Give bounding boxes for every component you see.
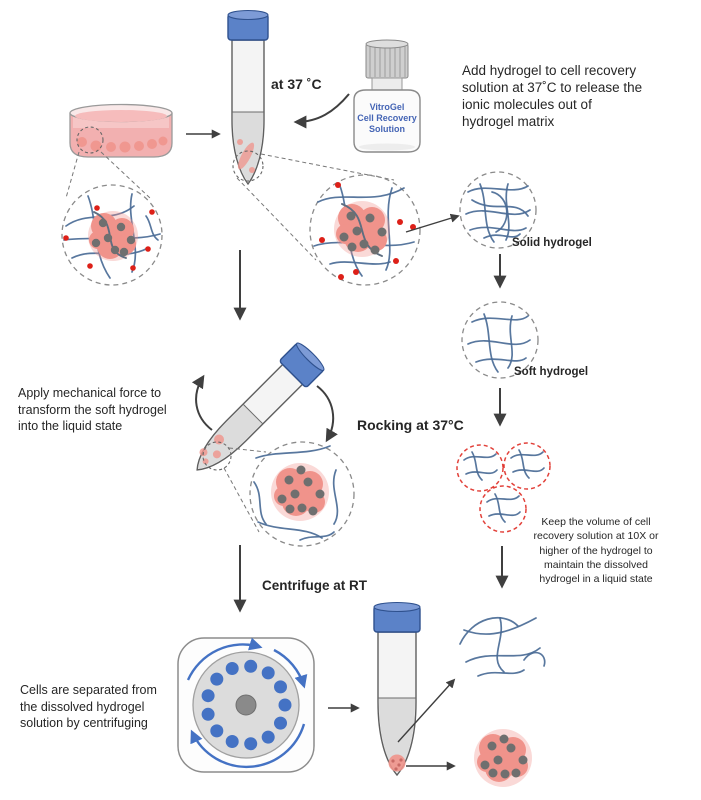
petri-dish — [65, 103, 173, 199]
label-rocking: Rocking at 37°C — [357, 417, 464, 433]
rotation-arc — [190, 723, 306, 769]
arrow-at37-to-tube — [293, 93, 350, 129]
ion-release-detail — [309, 174, 421, 286]
recovery-solution-bottle — [353, 39, 421, 153]
leader-line — [228, 447, 267, 453]
liquid-state-cell-detail — [249, 441, 355, 547]
tilted-tube — [196, 342, 325, 471]
leader-line — [223, 467, 260, 533]
tube-zoom-circle — [232, 150, 264, 182]
rotor-axis — [235, 694, 257, 716]
label-at-37c: at 37 ˚C — [271, 76, 322, 92]
dissolved-fiber-tangle — [459, 617, 546, 677]
result-tube — [373, 601, 421, 777]
cells-in-hydrogel-detail — [61, 184, 163, 286]
label-centrifuge-rt: Centrifuge at RT — [262, 578, 368, 593]
arrow-to-solid-hydrogel — [405, 213, 460, 233]
soft-hydrogel-circle — [461, 301, 539, 379]
text-cells-separated: Cells are separated from the dissolved h… — [20, 683, 157, 730]
recovered-cell-cluster — [474, 729, 532, 787]
bottle-body — [353, 89, 421, 153]
arrow-supernatant-to-fibers — [397, 678, 456, 743]
text-apply-force: Apply mechanical force to transform the … — [18, 386, 167, 433]
rotation-arc — [186, 637, 263, 681]
rocking-arrows — [191, 374, 338, 443]
centrifuge — [177, 637, 315, 773]
tilted-tube-zoom-circle — [202, 441, 232, 471]
conical-tube-upright — [227, 9, 395, 261]
centrifuge-tubes — [201, 659, 292, 751]
label-soft-hydrogel: Soft hydrogel — [514, 366, 589, 378]
dish-zoom-circle — [76, 126, 104, 154]
text-keep-volume: Keep the volume of cell recovery solutio… — [533, 516, 659, 586]
solid-hydrogel-circle — [459, 171, 537, 249]
label-solid-hydrogel: Solid hydrogel — [512, 237, 592, 249]
bottle-label: VitroGel Cell Recovery Solution — [357, 102, 417, 134]
bottle-cap — [365, 43, 409, 79]
rotation-arc — [273, 648, 308, 689]
text-add-hydrogel: Add hydrogel to cell recovery solution a… — [462, 63, 643, 129]
dissolved-hydrogel-circles — [456, 442, 551, 533]
